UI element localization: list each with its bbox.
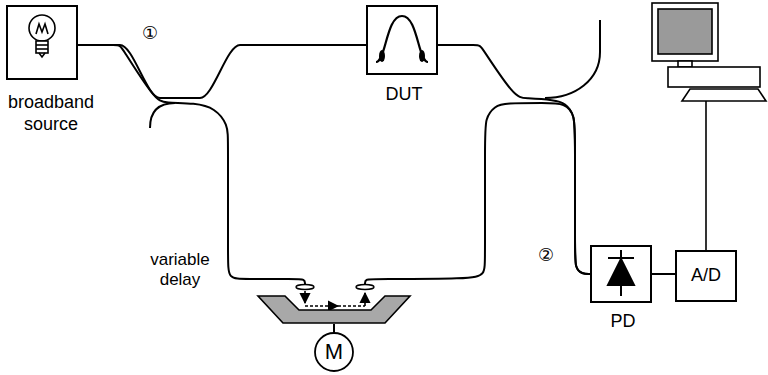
diode-triangle (608, 259, 634, 285)
label-slot: PD (582, 311, 664, 333)
filter-icon (376, 16, 428, 62)
label-slot: variable delay (138, 250, 222, 291)
label-holder: ① (142, 24, 158, 42)
light-beam (304, 291, 306, 303)
box-label: M (325, 339, 343, 365)
lens (296, 285, 314, 290)
callout-number: ② (538, 246, 554, 264)
prism-outline (255, 284, 413, 324)
node-heading: PD (582, 311, 664, 333)
photodiode-box: PD (590, 245, 652, 303)
filter-edge (419, 50, 425, 62)
filter-curve (376, 16, 428, 62)
box-label: A/D (691, 265, 721, 287)
computer-case (668, 67, 760, 87)
bulb-thread (36, 48, 48, 50)
monitor-screen (658, 9, 712, 54)
photodiode-symbol (608, 250, 634, 296)
node-heading: DUT (358, 84, 450, 106)
node-heading: variable delay (138, 250, 222, 291)
bulb-base (36, 41, 48, 53)
delay-prism-body (258, 296, 410, 323)
filter-edge (379, 50, 385, 62)
optical-fiber (78, 45, 305, 284)
motor-shaft (333, 324, 335, 332)
motor-body (315, 333, 353, 371)
optical-fiber (365, 103, 590, 284)
data-cable (705, 101, 707, 250)
source-box: broadband source (6, 5, 78, 80)
optical-fiber (78, 45, 366, 98)
callout-number: ① (142, 24, 158, 42)
label-holder: ② (538, 246, 554, 264)
bulb-filament (36, 24, 48, 34)
monitor (652, 3, 718, 61)
signal-wire (652, 273, 675, 275)
coupler-port (150, 103, 175, 128)
coupler-port (545, 20, 600, 98)
computer-icon (652, 3, 766, 250)
dut-box: DUT (366, 5, 438, 75)
motor-circle: M (314, 332, 354, 372)
delay-prism: variable delay (255, 284, 413, 324)
adc-box: A/D (675, 250, 737, 302)
keyboard (682, 89, 766, 101)
bulb-icon (29, 15, 55, 57)
light-beam (338, 305, 365, 307)
label-slot: broadband source (4, 92, 98, 135)
lens (356, 285, 374, 290)
label-slot: DUT (358, 84, 450, 106)
bulb-thread (36, 44, 48, 46)
monitor-stand (678, 61, 692, 67)
light-beam (305, 305, 338, 307)
diode-lead (620, 285, 622, 296)
bulb-glass (29, 15, 55, 41)
node-heading: broadband source (4, 92, 98, 135)
bulb-tip (39, 53, 45, 57)
optical-fiber (438, 45, 590, 274)
light-beam (364, 293, 366, 306)
